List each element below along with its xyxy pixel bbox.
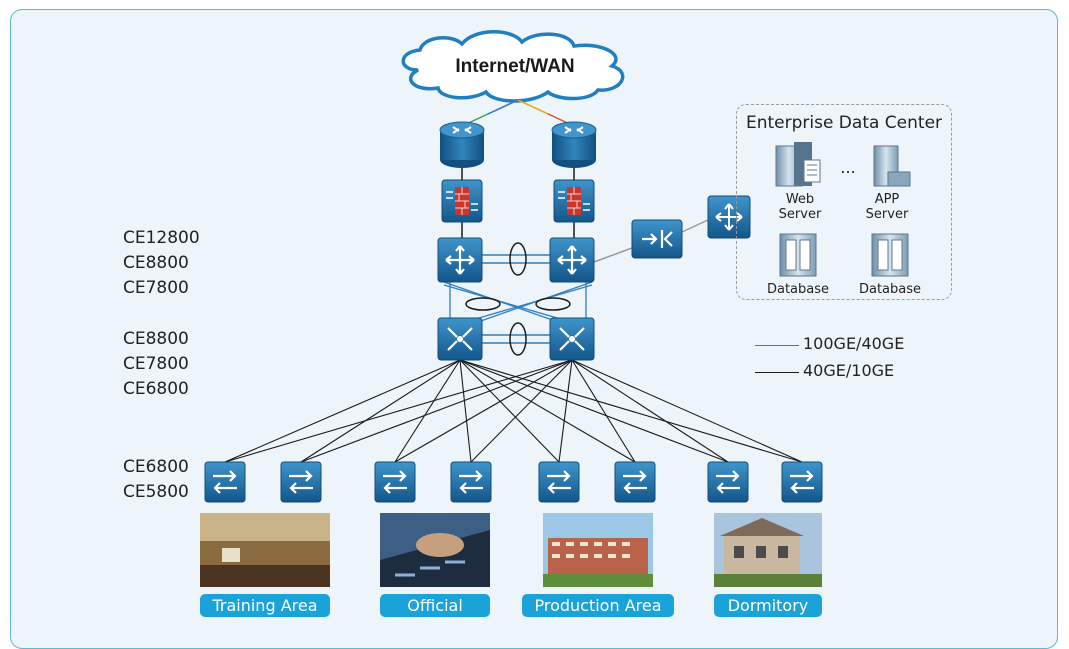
database-icon (871, 233, 909, 277)
area-label-production: Production Area (522, 594, 674, 617)
access-link (459, 359, 472, 463)
access-switch (781, 461, 823, 503)
diagram-frame (10, 9, 1058, 649)
model-label: CE5800 (123, 482, 189, 502)
photo-official (380, 513, 490, 587)
app-server-icon (873, 145, 911, 187)
area-label-official: Official (380, 594, 490, 617)
router-right (551, 121, 597, 168)
agg-switch-right (549, 317, 595, 361)
firewall-right (553, 179, 595, 223)
uplinks (461, 168, 575, 238)
model-label: CE7800 (123, 278, 189, 298)
access-links (224, 359, 803, 463)
access-switch (707, 461, 749, 503)
load-balancer (631, 219, 683, 259)
photo-dormitory (714, 513, 822, 587)
access-switch (280, 461, 322, 503)
model-label: CE8800 (123, 253, 189, 273)
internet-cloud (401, 30, 625, 103)
web-server-icon (775, 142, 821, 187)
legend-label: 40GE/10GE (803, 361, 895, 380)
model-label: CE12800 (123, 228, 200, 248)
core-agg-links (443, 281, 593, 323)
access-link (571, 359, 636, 463)
access-link (459, 359, 729, 463)
router-left (439, 121, 485, 168)
access-switch (450, 461, 492, 503)
core-switch-left (437, 237, 483, 283)
app-server-label-line: APP (874, 192, 900, 207)
agg-interconnect (482, 334, 554, 344)
database-label: Database (766, 282, 830, 297)
legend-line-black (755, 372, 799, 373)
access-link (470, 359, 573, 463)
access-link (300, 359, 461, 463)
dc-switch (707, 195, 751, 239)
web-server-label: Web Server (775, 192, 825, 222)
model-label: CE7800 (123, 354, 189, 374)
firewall-left (441, 179, 483, 223)
database-label: Database (858, 282, 922, 297)
dc-links (593, 219, 709, 263)
access-link (394, 359, 573, 463)
model-label: CE6800 (123, 379, 189, 399)
access-switch (374, 461, 416, 503)
link-bundle-marker (535, 297, 571, 311)
access-switch (538, 461, 580, 503)
area-label-training: Training Area (200, 594, 330, 617)
access-switches (204, 461, 823, 503)
core-layer-models: CE12800 CE8800 CE7800 (123, 226, 200, 301)
access-link (459, 359, 803, 463)
data-center-group: Enterprise Data Center (736, 104, 952, 300)
web-server-label-line: Server (778, 207, 822, 222)
aggregation-layer-models: CE8800 CE7800 CE6800 (123, 327, 189, 402)
app-server-label: APP Server (862, 192, 912, 222)
link-bundle-marker (509, 242, 527, 276)
model-label: CE8800 (123, 329, 189, 349)
data-center-title: Enterprise Data Center (745, 113, 943, 133)
internet-wan-label: Internet/WAN (455, 56, 575, 77)
ellipsis: ... (840, 158, 856, 177)
photo-training (200, 513, 330, 587)
access-switch (204, 461, 246, 503)
core-switch-right (549, 237, 595, 283)
access-link (224, 359, 573, 463)
app-server-label-line: Server (865, 207, 909, 222)
access-link (459, 359, 636, 463)
model-label: CE6800 (123, 457, 189, 477)
core-interconnect (482, 254, 554, 264)
access-layer-models: CE6800 CE5800 (123, 455, 189, 505)
wan-links (461, 99, 575, 127)
access-link (459, 359, 560, 463)
web-server-label-line: Web (785, 192, 815, 207)
agg-switch-left (437, 317, 483, 361)
access-link (224, 359, 461, 463)
link-bundle-marker (509, 322, 527, 356)
legend-label: 100GE/40GE (803, 334, 905, 353)
access-link (300, 359, 573, 463)
access-link (558, 359, 573, 463)
access-link (571, 359, 729, 463)
legend-line-blue (755, 345, 799, 346)
access-switch (614, 461, 656, 503)
access-link (571, 359, 803, 463)
photo-production (543, 513, 653, 587)
database-icon (779, 233, 817, 277)
access-link (394, 359, 461, 463)
link-bundle-marker (465, 297, 501, 311)
area-label-dormitory: Dormitory (714, 594, 822, 617)
